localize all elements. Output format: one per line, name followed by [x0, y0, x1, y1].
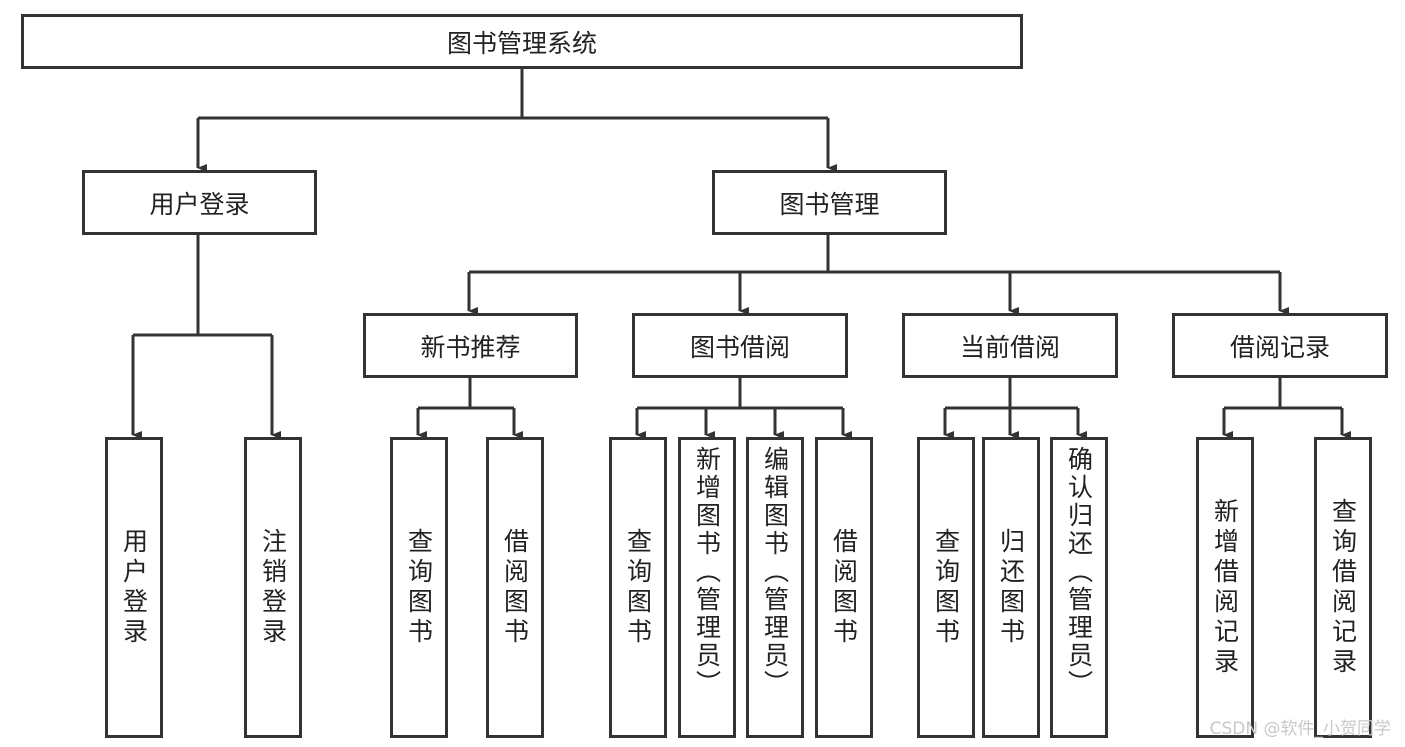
node-book-management: 图书管理 — [712, 170, 947, 235]
leaf-login: 用户登录 — [105, 437, 163, 738]
node-new-books: 新书推荐 — [363, 313, 578, 378]
leaf-confirm-return: 确认归还（管理员） — [1050, 437, 1108, 738]
watermark: CSDN @软件_小贺同学 — [1209, 719, 1391, 739]
leaf-query-books: 查询图书 — [390, 437, 448, 738]
node-records: 借阅记录 — [1172, 313, 1388, 378]
leaf-logout: 注销登录 — [244, 437, 302, 738]
leaf-borrow-books: 借阅图书 — [486, 437, 544, 738]
node-current: 当前借阅 — [902, 313, 1118, 378]
leaf-query-books: 查询图书 — [609, 437, 667, 738]
leaf-add-record: 新增借阅记录 — [1196, 437, 1254, 738]
node-borrow: 图书借阅 — [632, 313, 848, 378]
leaf-return-books: 归还图书 — [982, 437, 1040, 738]
node-user-login: 用户登录 — [82, 170, 317, 235]
leaf-add-book: 新增图书（管理员） — [678, 437, 736, 738]
leaf-query-record: 查询借阅记录 — [1314, 437, 1372, 738]
leaf-query-books: 查询图书 — [917, 437, 975, 738]
leaf-borrow-books: 借阅图书 — [815, 437, 873, 738]
node-root: 图书管理系统 — [21, 14, 1023, 69]
leaf-edit-book: 编辑图书（管理员） — [746, 437, 804, 738]
